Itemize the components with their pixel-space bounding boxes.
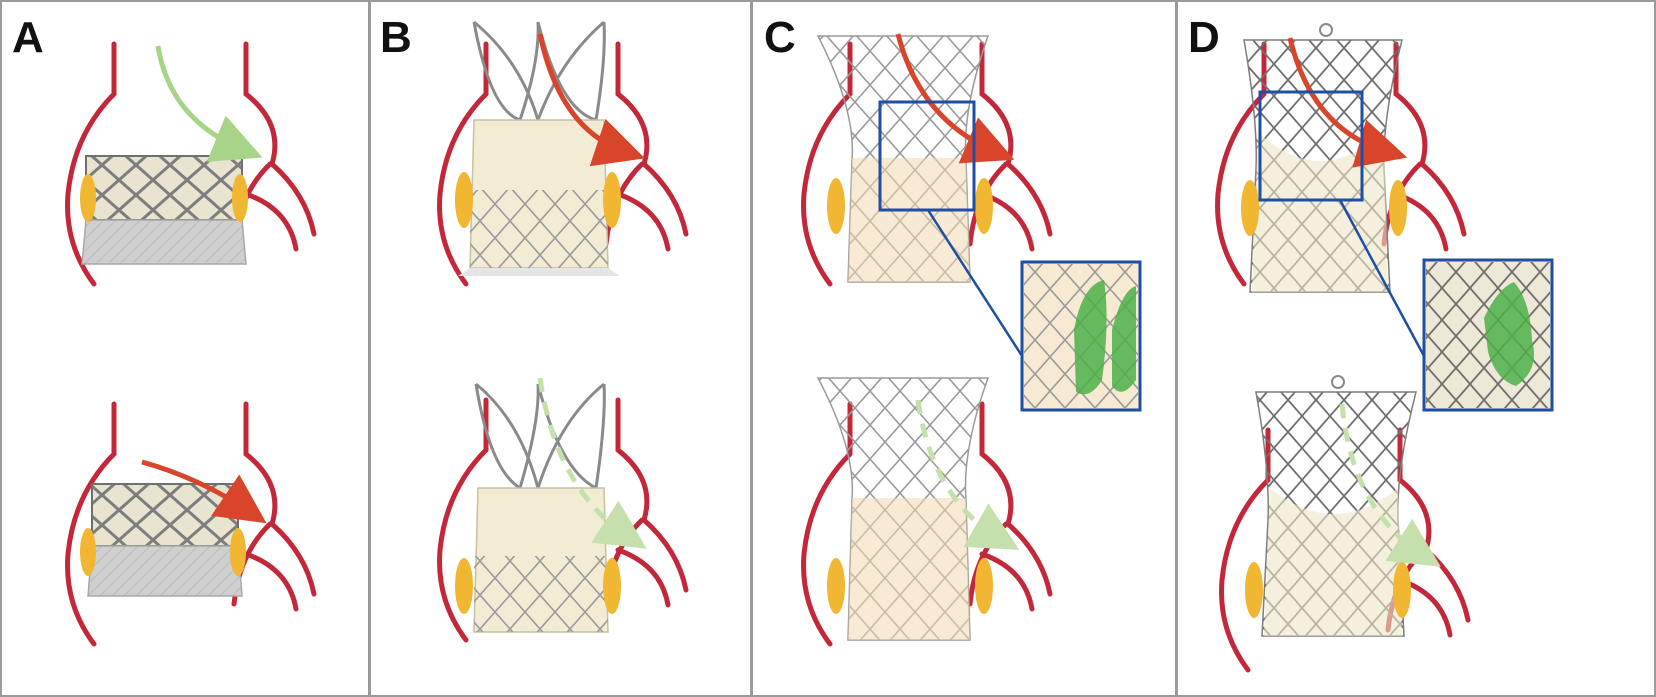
zoom-inset-thrombus xyxy=(1422,258,1554,412)
panel-b xyxy=(440,20,686,640)
curved-red-arrow-icon xyxy=(1287,37,1408,168)
panel-a-top-leaflets xyxy=(80,174,248,222)
curved-red-arrow-icon xyxy=(895,33,1015,164)
dashed-green-arrow-icon xyxy=(1339,403,1441,567)
panel-d-top-valve xyxy=(1243,23,1403,293)
zoom-box-source xyxy=(1258,90,1364,202)
thrombus-icon xyxy=(1484,282,1534,386)
panel-d-bottom-valve xyxy=(1255,375,1417,637)
dashed-green-arrow-icon xyxy=(915,399,1020,550)
thrombus-icon xyxy=(1074,280,1107,395)
panel-b-bottom-valve xyxy=(473,382,609,633)
panel-label-c: C xyxy=(764,13,796,62)
panel-a-bottom-leaflets xyxy=(80,528,246,576)
zoom-box-source xyxy=(878,100,976,212)
curved-red-arrow-icon xyxy=(537,33,645,167)
zoom-connector xyxy=(1338,199,1426,357)
zoom-inset-thrombus xyxy=(1020,260,1142,412)
zoom-connector xyxy=(926,209,1024,357)
panel-c xyxy=(804,33,1142,644)
panel-a-top-valve xyxy=(81,155,247,265)
panel-a xyxy=(68,44,314,644)
panel-b-top-valve xyxy=(458,20,620,276)
panel-c-top-valve xyxy=(816,35,990,283)
curved-red-arrow-icon xyxy=(141,459,267,524)
dashed-green-arrow-icon xyxy=(537,377,647,549)
curved-green-arrow-icon xyxy=(155,45,263,162)
panel-c-bottom-valve xyxy=(816,377,990,641)
panel-a-bottom-valve xyxy=(87,483,243,597)
panel-label-d: D xyxy=(1188,13,1220,62)
panel-label-b: B xyxy=(380,13,412,62)
panel-label-a: A xyxy=(12,13,44,62)
panel-frame-d xyxy=(1176,0,1656,697)
panel-d xyxy=(1218,23,1554,670)
